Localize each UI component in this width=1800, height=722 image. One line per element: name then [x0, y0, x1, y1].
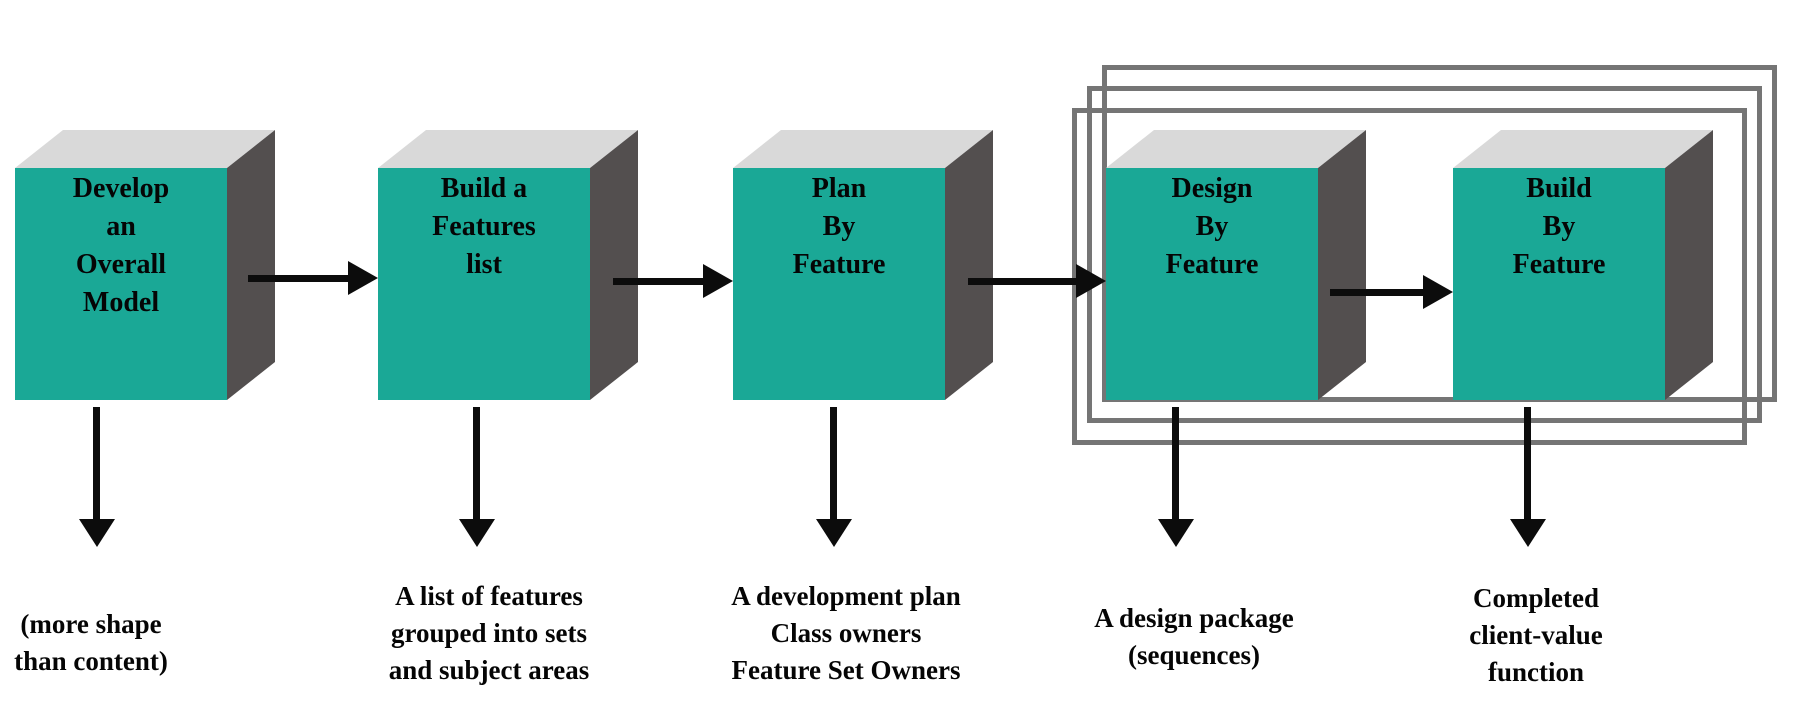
step-label: Build By Feature	[1453, 170, 1665, 284]
step-box-build-by-feature: Build By Feature	[1453, 130, 1713, 400]
cube-side-face	[1318, 130, 1366, 400]
step-output-caption-5: Completed client-value function	[1469, 580, 1602, 691]
caption-line: client-value	[1469, 620, 1603, 650]
step-output-caption-3: A development plan Class owners Feature …	[731, 578, 961, 689]
step-label-line: Build	[1526, 173, 1592, 204]
step-label-line: Build a	[440, 173, 528, 204]
arrow-head-right-icon	[1423, 275, 1453, 309]
caption-line: Completed	[1473, 583, 1599, 613]
step-label-line: By	[1542, 211, 1576, 242]
caption-line: function	[1487, 657, 1585, 687]
cube-top-face	[1106, 130, 1366, 168]
step-box-design-by-feature: Design By Feature	[1106, 130, 1366, 400]
cube-side-face	[945, 130, 993, 400]
caption-line: (sequences)	[1128, 640, 1260, 670]
flow-arrow-right-1	[248, 261, 378, 295]
cube-front-face	[378, 168, 590, 400]
caption-line: and subject areas	[388, 655, 590, 685]
caption-line: A development plan	[731, 581, 961, 611]
caption-line: grouped into sets	[390, 618, 588, 648]
arrow-head-right-icon	[1076, 264, 1106, 298]
arrow-head-right-icon	[703, 264, 733, 298]
step-label-line: Model	[82, 287, 160, 318]
step-label: Develop an Overall Model	[15, 170, 227, 322]
cube-front-face	[733, 168, 945, 400]
step-label-line: Plan	[811, 173, 867, 204]
arrow-shaft	[473, 407, 480, 520]
step-label-line: Feature	[1512, 249, 1606, 280]
arrow-shaft	[613, 278, 707, 285]
cube-side-face	[590, 130, 638, 400]
output-arrow-down-2	[459, 407, 495, 547]
cube-front-face	[1453, 168, 1665, 400]
caption-line: Class owners	[770, 618, 922, 648]
cube-front-face	[15, 168, 227, 400]
arrow-head-down-icon	[816, 519, 852, 547]
step-output-caption-1: (more shape than content)	[14, 606, 168, 680]
caption-line: A list of features	[395, 581, 583, 611]
arrow-shaft	[93, 407, 100, 520]
arrow-head-down-icon	[1158, 519, 1194, 547]
step-label: Build a Features list	[378, 170, 590, 284]
arrow-head-down-icon	[459, 519, 495, 547]
iteration-frame-middle	[1087, 86, 1762, 423]
arrow-shaft	[248, 275, 352, 282]
step-output-caption-4: A design package (sequences)	[1094, 600, 1294, 674]
step-box-build-features-list: Build a Features list	[378, 130, 638, 400]
cube-top-face	[1453, 130, 1713, 168]
output-arrow-down-5	[1510, 407, 1546, 547]
step-label-line: Design	[1171, 173, 1253, 204]
cube-side-face	[1665, 130, 1713, 400]
arrow-shaft	[830, 407, 837, 520]
step-box-develop-overall-model: Develop an Overall Model	[15, 130, 275, 400]
caption-line: (more shape	[20, 609, 162, 639]
arrow-head-down-icon	[1510, 519, 1546, 547]
step-label-line: By	[822, 211, 856, 242]
cube-side-face	[227, 130, 275, 400]
flow-arrow-right-3	[968, 264, 1106, 298]
step-label: Design By Feature	[1106, 170, 1318, 284]
caption-line: A design package	[1094, 603, 1294, 633]
step-label-line: By	[1195, 211, 1229, 242]
arrow-head-right-icon	[348, 261, 378, 295]
step-box-plan-by-feature: Plan By Feature	[733, 130, 993, 400]
caption-line: than content)	[14, 646, 168, 676]
step-label-line: Overall	[75, 249, 167, 280]
cube-front-face	[1106, 168, 1318, 400]
step-label-line: Feature	[1165, 249, 1259, 280]
caption-line: Feature Set Owners	[731, 655, 961, 685]
output-arrow-down-4	[1158, 407, 1194, 547]
step-label-line: an	[106, 211, 136, 242]
iteration-frame-front	[1072, 108, 1747, 445]
output-arrow-down-1	[79, 407, 115, 547]
iteration-frame-back	[1102, 65, 1777, 402]
step-output-caption-2: A list of features grouped into sets and…	[389, 578, 590, 689]
arrow-shaft	[968, 278, 1080, 285]
cube-top-face	[378, 130, 638, 168]
step-label-line: Features	[432, 211, 536, 242]
flow-arrow-right-4	[1330, 275, 1453, 309]
arrow-head-down-icon	[79, 519, 115, 547]
output-arrow-down-3	[816, 407, 852, 547]
step-label-line: Develop	[72, 173, 170, 204]
arrow-shaft	[1330, 289, 1427, 296]
arrow-shaft	[1524, 407, 1531, 520]
step-label: Plan By Feature	[733, 170, 945, 284]
flow-arrow-right-2	[613, 264, 733, 298]
cube-top-face	[15, 130, 275, 168]
arrow-shaft	[1172, 407, 1179, 520]
step-label-line: Feature	[792, 249, 886, 280]
step-label-line: list	[466, 249, 502, 280]
cube-top-face	[733, 130, 993, 168]
